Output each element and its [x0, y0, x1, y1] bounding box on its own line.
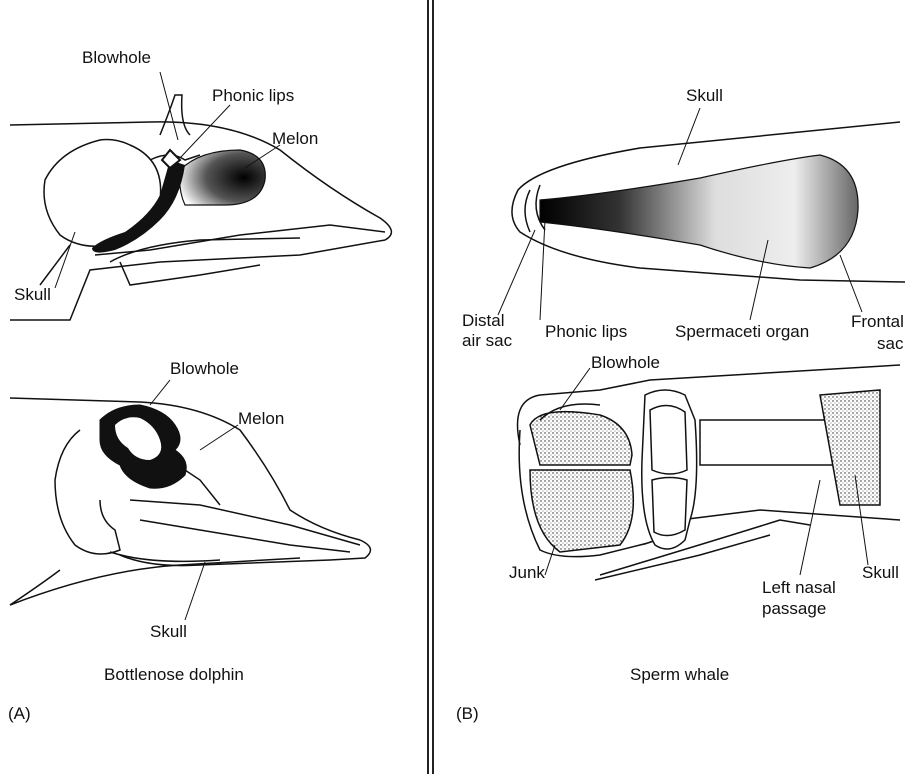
label-dolphin-skull-melon: Melon: [238, 409, 284, 429]
label-dolphin-melon: Melon: [272, 129, 318, 149]
label-whale-frontal-sac-line2: sac: [877, 334, 903, 354]
label-dolphin-phonic-lips: Phonic lips: [212, 86, 294, 106]
dolphin-skull-drawing: [10, 398, 370, 605]
label-whale-junk: Junk: [509, 563, 545, 583]
label-whale-left-nasal-passage-line1: Left nasal: [762, 578, 836, 598]
caption-bottlenose-dolphin: Bottlenose dolphin: [104, 665, 244, 685]
label-whale-left-nasal-passage-line2: passage: [762, 599, 826, 619]
label-whale-spermaceti-organ: Spermaceti organ: [675, 322, 809, 342]
dolphin-nasal-passage: [92, 160, 185, 253]
label-dolphin-skull-top: Skull: [14, 285, 51, 305]
label-dolphin-skull-blowhole: Blowhole: [170, 359, 239, 379]
label-whale-blowhole: Blowhole: [591, 353, 660, 373]
label-whale-distal-air-sac-line2: air sac: [462, 331, 512, 351]
label-dolphin-blowhole: Blowhole: [82, 48, 151, 68]
label-whale-distal-air-sac-line1: Distal: [462, 311, 505, 331]
dolphin-section-drawing: [10, 95, 391, 320]
label-dolphin-skull: Skull: [150, 622, 187, 642]
label-whale-frontal-sac-line1: Frontal: [851, 312, 904, 332]
label-whale-skull-top: Skull: [686, 86, 723, 106]
panel-letter-a: (A): [8, 704, 31, 724]
label-whale-skull: Skull: [862, 563, 899, 583]
whale-head-drawing: [518, 365, 901, 580]
label-whale-phonic-lips: Phonic lips: [545, 322, 627, 342]
whale-spermaceti-organ: [540, 155, 858, 268]
caption-sperm-whale: Sperm whale: [630, 665, 729, 685]
panel-letter-b: (B): [456, 704, 479, 724]
